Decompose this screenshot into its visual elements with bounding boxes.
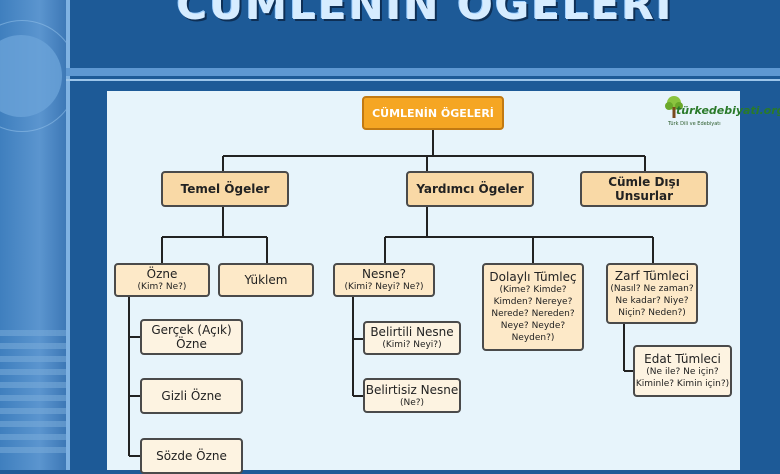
edat-tumleci-label: Edat Tümleci — [644, 352, 721, 366]
root-label: CÜMLENİN ÖGELERİ — [372, 106, 494, 120]
edat-q2: Kiminle? Kimin için?) — [635, 379, 730, 389]
gizli-ozne-node: Gizli Özne — [140, 378, 243, 414]
belirtisiz-nesne-questions: (Ne?) — [399, 397, 425, 408]
yuklem-label: Yüklem — [244, 273, 288, 287]
yardimci-ogeler-label: Yardımcı Ögeler — [416, 182, 524, 196]
left-decor-strip — [0, 0, 66, 470]
site-logo: türkedebiyati.org Türk Dili ve Edebiyatı — [662, 94, 780, 130]
belirtisiz-nesne-label: Belirtisiz Nesne — [365, 382, 459, 397]
dolayli-tumlec-node: Dolaylı Tümleç (Kime? Kimde? Kimden? Ner… — [482, 263, 584, 351]
zarf-tumleci-node: Zarf Tümleci (Nasıl? Ne zaman? Ne kadar?… — [606, 263, 698, 324]
dolayli-q5: Neyden?) — [511, 333, 555, 343]
logo-name: türkedebiyati.org — [676, 104, 780, 117]
dolayli-q1: (Kime? Kimde? — [499, 285, 567, 295]
tree-logo-icon — [665, 96, 683, 118]
connector-lines — [128, 129, 654, 457]
zarf-q2: Ne kadar? Niye? — [615, 295, 689, 306]
dolayli-tumlec-label: Dolaylı Tümleç — [489, 270, 577, 284]
belirtili-nesne-node: Belirtili Nesne (Kimi? Neyi?) — [363, 321, 461, 355]
dolayli-q4: Neye? Neyde? — [500, 321, 566, 331]
belirtisiz-nesne-node: Belirtisiz Nesne (Ne?) — [363, 378, 461, 413]
belirtili-nesne-label: Belirtili Nesne — [370, 325, 454, 339]
decor-lines — [0, 330, 66, 460]
decor-horizontal-rule — [66, 79, 780, 81]
gercek-ozne-line1: Gerçek (Açık) — [151, 323, 232, 337]
yardimci-ogeler-node: Yardımcı Ögeler — [406, 171, 534, 207]
cumle-disi-node: Cümle Dışı Unsurlar — [580, 171, 708, 207]
sozde-ozne-node: Sözde Özne — [140, 438, 243, 474]
cumle-disi-label: Cümle Dışı Unsurlar — [608, 175, 680, 203]
edat-q1: (Ne ile? Ne için? — [646, 367, 719, 377]
gizli-ozne-label: Gizli Özne — [161, 389, 222, 403]
nesne-node: Nesne? (Kimi? Neyi? Ne?) — [333, 263, 435, 297]
edat-tumleci-node: Edat Tümleci (Ne ile? Ne için? Kiminle? … — [633, 345, 732, 397]
diagram-panel: türkedebiyati.org Türk Dili ve Edebiyatı… — [107, 91, 780, 474]
root-node: CÜMLENİN ÖGELERİ — [362, 96, 504, 130]
temel-ogeler-node: Temel Ögeler — [161, 171, 289, 207]
nesne-questions: (Kimi? Neyi? Ne?) — [344, 282, 424, 292]
ozne-label: Özne — [146, 267, 178, 281]
zarf-tumleci-label: Zarf Tümleci — [614, 268, 690, 283]
nesne-label: Nesne? — [362, 267, 406, 281]
decor-vertical-bar — [66, 0, 70, 470]
gercek-ozne-node: Gerçek (Açık) Özne — [140, 319, 243, 355]
ozne-questions: (Kim? Ne?) — [137, 282, 187, 292]
dolayli-q2: Kimden? Nereye? — [493, 297, 573, 307]
temel-ogeler-label: Temel Ögeler — [180, 182, 270, 196]
zarf-q1: (Nasıl? Ne zaman? — [610, 283, 694, 294]
logo-tagline: Türk Dili ve Edebiyatı — [668, 121, 721, 127]
yuklem-node: Yüklem — [218, 263, 314, 297]
sozde-ozne-label: Sözde Özne — [156, 449, 227, 463]
dolayli-q3: Nerede? Nereden? — [491, 309, 575, 319]
slide-title: CÜMLENİN ÖGELERİ — [176, 0, 674, 29]
belirtili-nesne-questions: (Kimi? Neyi?) — [382, 340, 442, 350]
decor-horizontal-bar — [66, 68, 780, 76]
gercek-ozne-line2: Özne — [176, 337, 207, 351]
ozne-node: Özne (Kim? Ne?) — [114, 263, 210, 297]
zarf-q3: Niçin? Neden?) — [618, 307, 686, 318]
